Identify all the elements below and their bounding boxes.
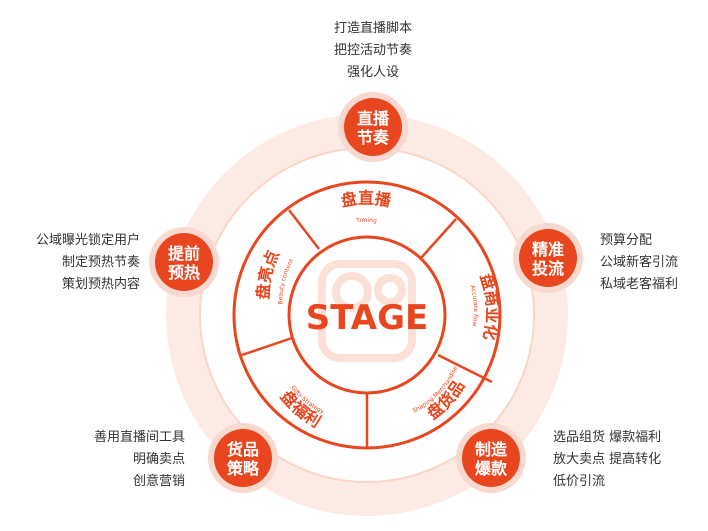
desc-precise-traffic: 预算分配 公域新客引流 私域老客福利 xyxy=(600,230,678,296)
svg-text:制造: 制造 xyxy=(475,440,508,459)
node-goods-strategy: 货品 策略 xyxy=(208,423,278,493)
desc-item: 明确卖点 xyxy=(132,452,185,467)
segment-subtitle-commercial: Accurate flow xyxy=(468,284,478,327)
desc-item: 打造直播脚本 xyxy=(333,21,412,36)
svg-text:预热: 预热 xyxy=(168,263,200,282)
desc-item: 创意营销 xyxy=(132,474,185,489)
camera-watermark-icon xyxy=(318,260,416,362)
svg-text:直播: 直播 xyxy=(357,109,390,128)
node-preheat: 提前 预热 xyxy=(149,227,219,297)
desc-item: 选品组货 爆款福利 xyxy=(553,430,662,445)
svg-text:精准: 精准 xyxy=(532,240,564,259)
node-live-rhythm: 直播 节奏 xyxy=(338,92,408,162)
desc-item: 制定预热节奏 xyxy=(61,255,140,270)
svg-text:货品: 货品 xyxy=(227,440,259,459)
desc-hot-products: 选品组货 爆款福利 放大卖点 提高转化 低价引流 xyxy=(553,427,661,493)
desc-item: 放大卖点 提高转化 xyxy=(553,452,662,467)
center-title: STAGE xyxy=(306,298,429,338)
svg-text:投流: 投流 xyxy=(532,259,564,278)
node-hot-products: 制造 爆款 xyxy=(456,423,526,493)
desc-preheat: 公域曝光锁定用户 制定预热节奏 策划预热内容 xyxy=(10,230,140,296)
desc-item: 预算分配 xyxy=(600,233,653,248)
node-precise-traffic: 精准 投流 xyxy=(513,223,583,293)
desc-item: 善用直播间工具 xyxy=(93,430,185,445)
svg-text:策略: 策略 xyxy=(226,459,260,478)
desc-item: 低价引流 xyxy=(553,474,606,489)
svg-text:节奏: 节奏 xyxy=(357,128,390,147)
svg-text:提前: 提前 xyxy=(168,244,200,263)
desc-item: 公域曝光锁定用户 xyxy=(35,233,140,248)
desc-item: 策划预热内容 xyxy=(61,277,140,292)
desc-item: 私域老客福利 xyxy=(600,277,679,292)
desc-item: 公域新客引流 xyxy=(600,255,679,270)
svg-text:爆款: 爆款 xyxy=(475,459,508,478)
desc-item: 把控活动节奏 xyxy=(333,43,412,58)
segment-dividers xyxy=(238,209,493,448)
segment-title-timing: 盘直播 xyxy=(340,189,394,211)
desc-live-rhythm: 打造直播脚本 把控活动节奏 强化人设 xyxy=(323,18,423,84)
segment-subtitle-timing: Timing xyxy=(355,217,378,225)
desc-item: 强化人设 xyxy=(346,65,399,80)
desc-goods-strategy: 善用直播间工具 明确卖点 创意营销 xyxy=(60,427,185,493)
